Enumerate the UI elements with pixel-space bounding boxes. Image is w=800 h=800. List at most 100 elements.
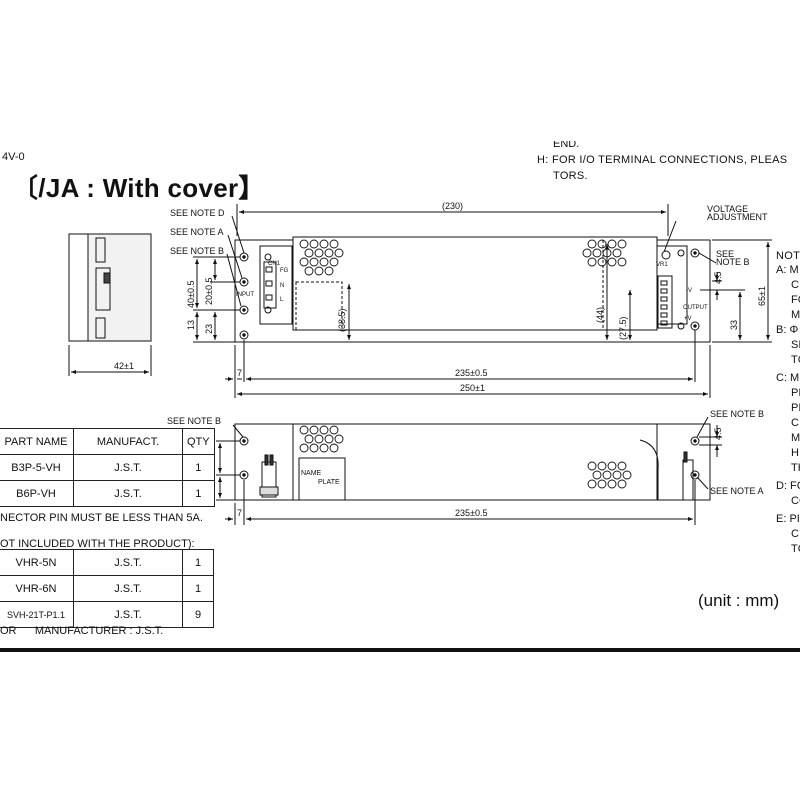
header-fragment: 4V-0 — [2, 151, 25, 163]
note-h-line2: TORS. — [553, 170, 588, 182]
note-line: CI — [791, 528, 800, 540]
vr1-label: VR1 — [656, 262, 668, 268]
side-see-note-a: SEE NOTE A — [710, 486, 764, 496]
dim-23: 23 — [204, 324, 214, 334]
dim-230: (230) — [442, 201, 463, 211]
see-note-b-label: SEE NOTE B — [170, 246, 224, 256]
see-note-a-label: SEE NOTE A — [170, 227, 224, 237]
note-line: PI — [791, 402, 800, 414]
voltage-adjustment-label-1: VOLTAGE — [707, 204, 748, 214]
output-label: OUTPUT — [683, 305, 708, 311]
header-manufact: MANUFACT. — [73, 428, 183, 455]
connector-table: PART NAME MANUFACT. QTY B3P-5-VH J.S.T. … — [0, 428, 215, 507]
note-line: TC — [791, 354, 800, 366]
table-row: SVH-21T-P1.1 J.S.T. 9 — [0, 601, 214, 628]
qty-cell: 1 — [182, 454, 215, 481]
dim-7: 7 — [237, 368, 242, 378]
note-line: TC — [791, 543, 800, 555]
table-row: B6P-VH J.S.T. 1 — [0, 480, 215, 507]
dim-235: 235±0.5 — [455, 368, 487, 378]
note-line: E: PI — [776, 513, 800, 525]
fg-label: FG — [280, 268, 289, 274]
dim-42: 42±1 — [114, 361, 134, 371]
page-divider — [0, 648, 800, 652]
dim-33: 33 — [729, 320, 739, 330]
part-name-cell: VHR-5N — [0, 549, 74, 576]
note-line: SI — [791, 339, 800, 351]
page-title: 〔/JA : With cover】 — [12, 173, 265, 203]
note-line: PI — [791, 387, 800, 399]
side-view — [216, 416, 722, 525]
table-row: VHR-5N J.S.T. 1 — [0, 549, 214, 576]
notes-column: A: M C FC M B: Φ SI TC C: M PI PI CI M H… — [776, 264, 800, 584]
note-line: B: Φ — [776, 324, 799, 336]
see-note-b-right-label-1: SEE — [716, 249, 734, 259]
see-note-b-right-label-2: NOTE B — [716, 257, 750, 267]
part-name-cell: SVH-21T-P1.1 — [0, 601, 74, 628]
minus-v-label: -V — [686, 288, 692, 294]
side-dim-7: 7 — [237, 508, 242, 518]
note-line: CI — [791, 417, 800, 429]
dim-13: 13 — [186, 320, 196, 330]
input-label: INPUT — [236, 292, 254, 298]
see-note-d-label: SEE NOTE D — [170, 208, 225, 218]
notes-heading: NOTE — [776, 250, 800, 262]
voltage-adjustment-label-2: ADJUSTMENT — [707, 212, 768, 222]
not-included-note: OT INCLUDED WITH THE PRODUCT): — [0, 538, 195, 550]
pin-current-note: NECTOR PIN MUST BE LESS THAN 5A. — [0, 512, 203, 524]
dim-4-5: 4.5 — [713, 271, 723, 284]
cn1-label: CN1 — [268, 261, 281, 267]
note-line: TH — [791, 462, 800, 474]
table-row: B3P-5-VH J.S.T. 1 — [0, 454, 215, 481]
manufact-cell: J.S.T. — [73, 549, 183, 576]
side-see-note-b-left: SEE NOTE B — [167, 416, 221, 426]
note-line: C — [791, 279, 799, 291]
end-view — [68, 233, 152, 376]
note-line: M — [791, 309, 800, 321]
table-header-row: PART NAME MANUFACT. QTY — [0, 428, 215, 455]
side-see-note-b-right: SEE NOTE B — [710, 409, 764, 419]
n-label: N — [280, 283, 284, 289]
part-name-cell: B6P-VH — [0, 480, 74, 507]
note-line: A: M — [776, 264, 799, 276]
plus-v-label: +V — [684, 316, 692, 322]
note-h-line1: H: FOR I/O TERMINAL CONNECTIONS, PLEAS — [537, 154, 788, 166]
header-qty: QTY — [182, 428, 215, 455]
name-plate-label-1: NAME — [301, 470, 322, 477]
part-name-cell: VHR-6N — [0, 575, 74, 602]
dim-44: (44) — [595, 307, 605, 323]
unit-label: (unit : mm) — [698, 591, 780, 610]
side-dim-235: 235±0.5 — [455, 508, 487, 518]
dim-20: 20±0.5 — [204, 278, 214, 305]
table-row: VHR-6N J.S.T. 1 — [0, 575, 214, 602]
note-line: FC — [791, 294, 800, 306]
manufact-cell: J.S.T. — [73, 601, 183, 628]
l-label: L — [280, 297, 284, 303]
qty-cell: 1 — [182, 549, 214, 576]
housing-table: VHR-5N J.S.T. 1 VHR-6N J.S.T. 1 SVH-21T-… — [0, 549, 214, 628]
note-line: C: M — [776, 372, 800, 384]
top-view — [193, 204, 772, 398]
name-plate-label-2: PLATE — [318, 479, 340, 486]
manufact-cell: J.S.T. — [73, 575, 183, 602]
dim-40: 40±0.5 — [186, 281, 196, 308]
note-line: D: FC — [776, 480, 800, 492]
manufact-cell: J.S.T. — [73, 480, 183, 507]
part-name-cell: B3P-5-VH — [0, 454, 74, 481]
note-end-fragment: END. — [553, 141, 580, 149]
dim-38-5: (38.5) — [337, 308, 347, 332]
qty-cell: 1 — [182, 575, 214, 602]
manufact-cell: J.S.T. — [73, 454, 183, 481]
header-part-name: PART NAME — [0, 428, 74, 455]
dim-65: 65±1 — [757, 286, 767, 306]
qty-cell: 9 — [182, 601, 214, 628]
note-line: HI — [791, 447, 800, 459]
qty-cell: 1 — [182, 480, 215, 507]
note-line: M — [791, 432, 800, 444]
dim-27-5: (27.5) — [618, 316, 628, 340]
side-dim-4-5: 4.5 — [713, 427, 723, 440]
dim-250: 250±1 — [460, 383, 485, 393]
note-line: CC — [791, 495, 800, 507]
manufacturer-note: OR MANUFACTURER : J.S.T. — [0, 625, 164, 637]
